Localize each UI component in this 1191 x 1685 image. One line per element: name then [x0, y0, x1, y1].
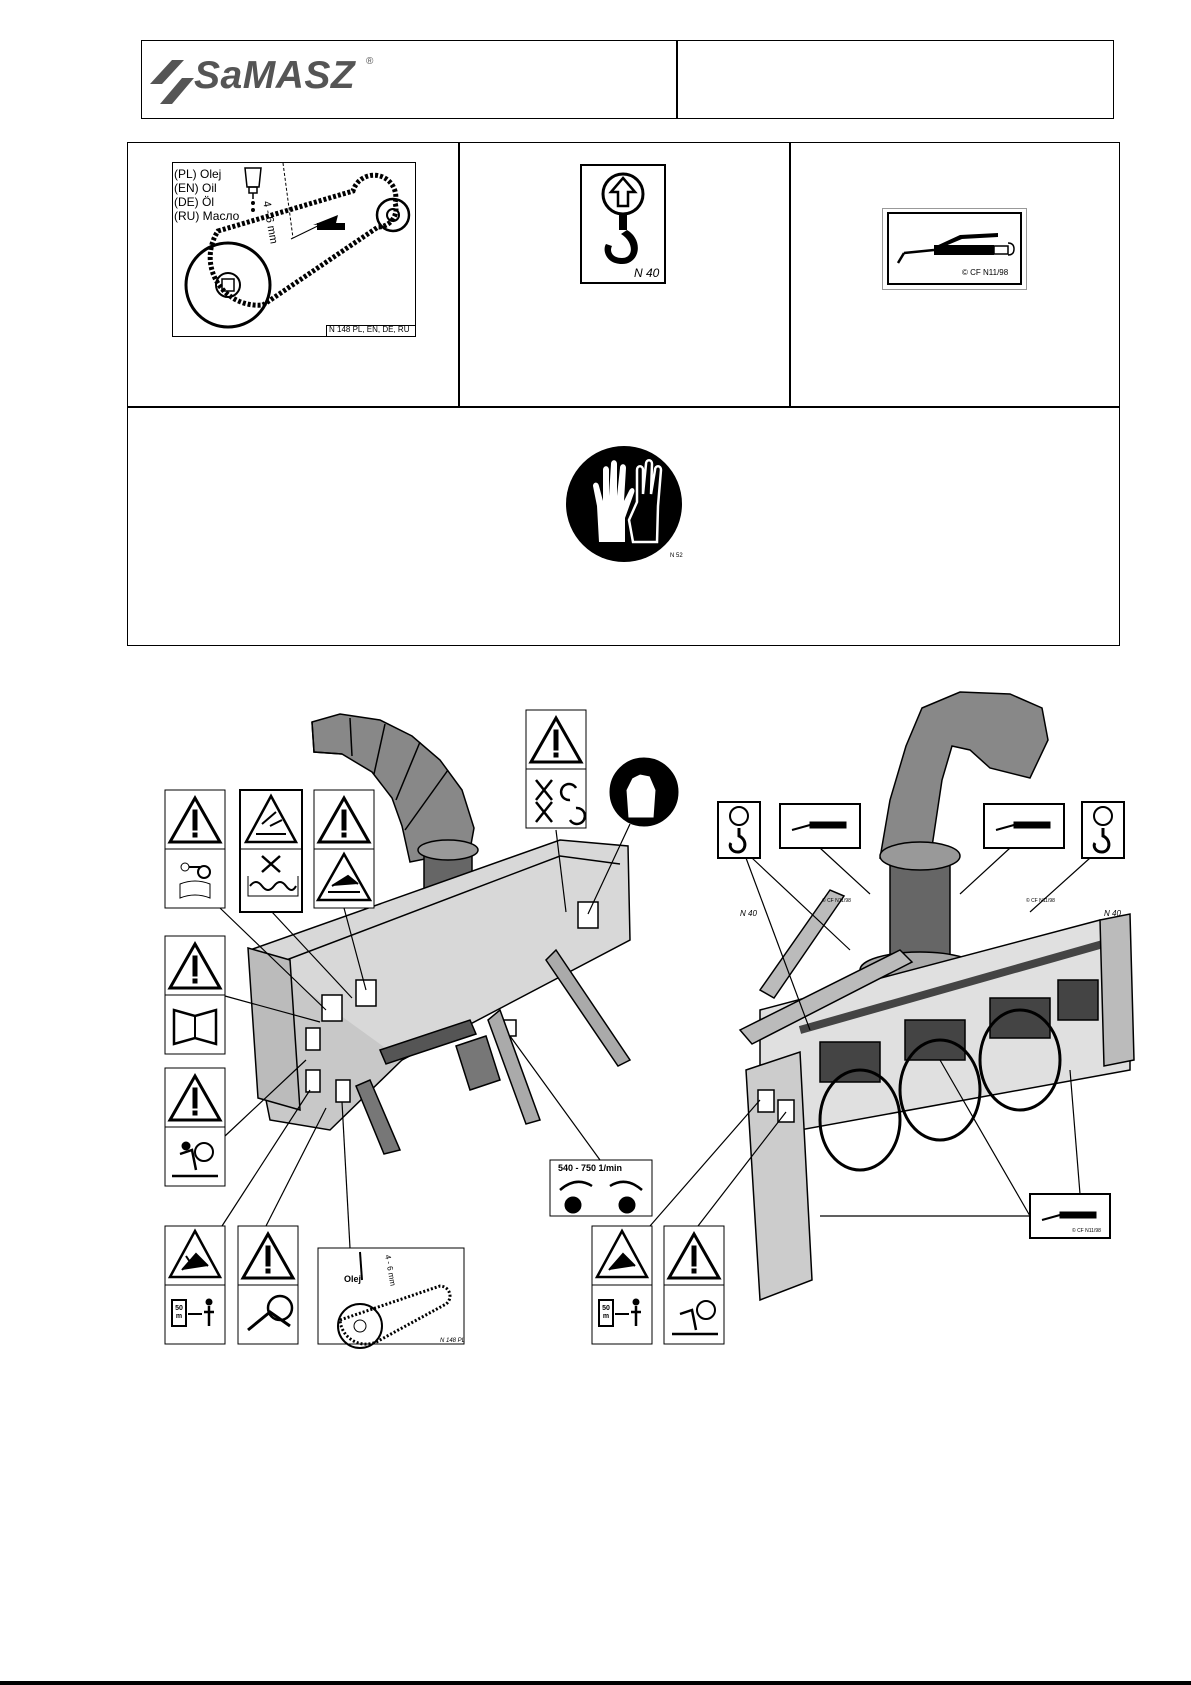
distance-unit-right: m: [603, 1313, 609, 1320]
header-divider: [676, 40, 678, 119]
decals-table-row-divider: [127, 406, 1120, 408]
brand-logo: SaMASZ ®: [150, 52, 380, 108]
lifting-hook-icon: [582, 166, 664, 282]
diagram-oil-code: N 148 PL: [440, 1338, 465, 1344]
gloves-icon: [563, 446, 685, 562]
brand-name: SaMASZ: [194, 54, 355, 98]
registered-mark: ®: [366, 56, 373, 67]
oil-label-ru: (RU) Масло: [174, 209, 239, 223]
page-bottom-edge: [0, 1681, 1191, 1685]
oil-code: N 148 PL, EN, DE, RU: [329, 325, 409, 334]
gloves-code: N 52: [670, 553, 683, 559]
oil-label-en: (EN) Oil: [174, 181, 217, 195]
diagram-distance-right: 50 m: [600, 1305, 612, 1321]
distance-unit-left: m: [176, 1313, 182, 1320]
brand-mark-icon: [150, 54, 196, 106]
diagram-hook-code-right: N 40: [1104, 909, 1121, 918]
diagram-grease-code-3: © CF N11/98: [1072, 1228, 1101, 1234]
diagram-distance-left: 50 m: [173, 1305, 185, 1321]
distance-value-right: 50: [602, 1305, 610, 1312]
diagram-grease-code-2: © CF N11/98: [1026, 898, 1055, 904]
grease-gun-icon: [890, 215, 1020, 265]
oil-label-de: (DE) Öl: [174, 195, 214, 209]
snow-blower-diagram: [0, 650, 1191, 1370]
hook-code: N 40: [634, 266, 659, 280]
diagram-grease-code-1: © CF N11/98: [822, 898, 851, 904]
distance-value-left: 50: [175, 1305, 183, 1312]
decals-table-col-divider-1: [458, 142, 460, 407]
diagram-oil-label: Olej: [344, 1274, 361, 1284]
grease-copyright: © CF N11/98: [962, 268, 1008, 277]
diagram-hook-code-left: N 40: [740, 909, 757, 918]
oil-label-pl: (PL) Olej: [174, 167, 221, 181]
diagram-pto-speed: 540 - 750 1/min: [558, 1163, 622, 1173]
decals-table-col-divider-2: [789, 142, 791, 407]
